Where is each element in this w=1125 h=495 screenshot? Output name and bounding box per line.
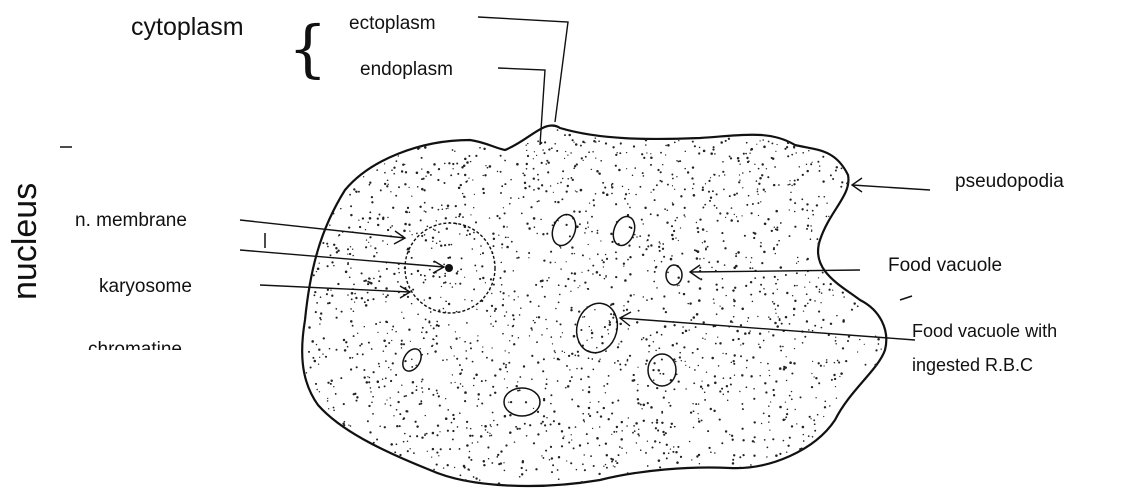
cytoplasm-brace: {	[288, 18, 327, 80]
karyosome-dot	[445, 264, 453, 272]
vacuole-rbc	[571, 299, 623, 358]
food-vacuole-rbc-leader	[620, 318, 915, 340]
n-membrane-label: n. membrane	[75, 211, 187, 230]
food-vacuole-label-clip: Food vacuole	[888, 254, 1038, 272]
ectoplasm-label: ectoplasm	[349, 14, 436, 33]
vacuole-1	[548, 211, 580, 249]
food-vacuole-label: Food vacuole	[888, 256, 1002, 272]
cytoplasm-label: cytoplasm	[131, 15, 244, 40]
chromatine-label-clip: chromatine	[88, 338, 238, 350]
chromatine-label: chromatine	[88, 340, 182, 350]
artifact-dash-3	[900, 296, 912, 300]
cytoplasm-stipple	[306, 129, 882, 485]
vacuole-3	[666, 265, 682, 285]
pseudopodia-label: pseudopodia	[955, 172, 1064, 191]
vacuole-2	[609, 213, 638, 248]
food-vacuole-rbc-label-line2: ingested R.B.C	[912, 356, 1033, 374]
endoplasm-leader	[498, 68, 545, 145]
karyosome-label: karyosome	[99, 277, 192, 296]
karyosome-leader	[240, 250, 444, 267]
pseudopodia-leader	[852, 185, 930, 190]
endoplasm-label: endoplasm	[360, 60, 453, 79]
nucleus-label: nucleus	[6, 183, 45, 300]
food-vacuole-rbc-label-line1: Food vacuole with	[912, 322, 1057, 340]
